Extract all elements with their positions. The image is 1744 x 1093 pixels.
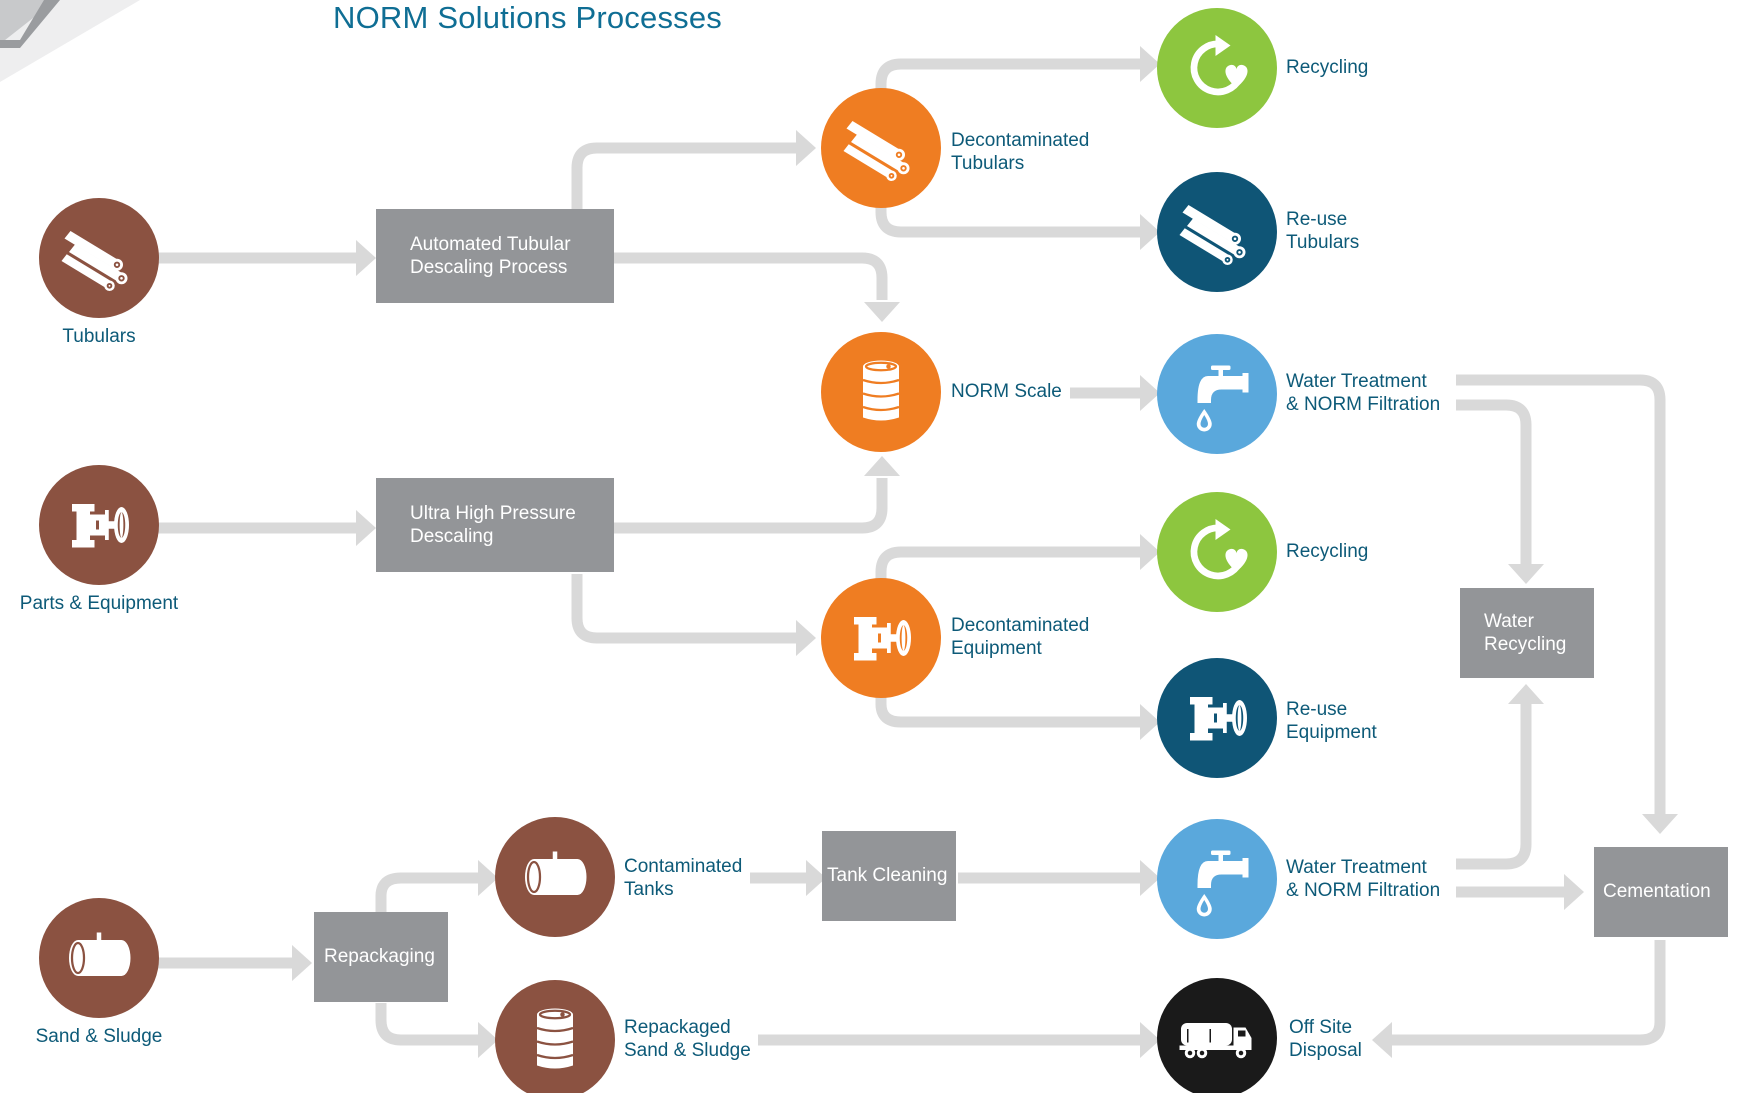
node-reuse-tubulars — [1157, 172, 1277, 292]
node-contaminated-tanks — [495, 817, 615, 937]
process-label-tank-cleaning: Tank Cleaning — [827, 865, 948, 886]
process-label-uhp: Ultra High Pressure Descaling — [410, 503, 576, 547]
arrowhead — [292, 945, 312, 981]
label-water-treatment-1: Water Treatment & NORM Filtration — [1286, 370, 1445, 416]
connectors — [155, 58, 1666, 1046]
node-water-treatment-2 — [1157, 819, 1277, 939]
arrowhead — [1140, 1022, 1160, 1058]
corner-decoration — [0, 0, 140, 82]
arrow-cementation-offsite — [1390, 940, 1666, 1046]
arrowhead — [478, 1022, 498, 1058]
arrowhead — [1140, 704, 1160, 740]
node-norm-scale — [821, 332, 941, 452]
arrow-decon-tubulars-recycling — [875, 58, 1142, 90]
arrow-uhp-decon-equipment — [571, 574, 797, 644]
node-decon-equipment — [821, 578, 941, 698]
arrow-water1-cementation — [1456, 374, 1666, 816]
label-recycling-1: Recycling — [1286, 57, 1369, 78]
arrow-descaling-norm-scale — [614, 252, 888, 300]
arrow-decon-equipment-recycling — [875, 546, 1142, 580]
arrowhead — [356, 240, 376, 276]
node-decon-tubulars — [821, 88, 941, 208]
source-sand — [39, 898, 159, 1018]
source-label-parts: Parts & Equipment — [19, 593, 179, 614]
arrowhead — [1140, 214, 1160, 250]
arrowhead — [1140, 375, 1160, 411]
page-title: NORM Solutions Processes — [333, 0, 722, 35]
label-water-treatment-2: Water Treatment & NORM Filtration — [1286, 856, 1445, 902]
arrow-uhp-norm-scale — [614, 478, 888, 534]
label-decon-tubulars: Decontaminated Tubulars — [951, 130, 1090, 174]
label-decon-equipment: Decontaminated Equipment — [951, 615, 1090, 659]
arrowhead — [1140, 860, 1160, 896]
label-reuse-equipment: Re-use Equipment — [1286, 699, 1377, 743]
arrowhead — [1642, 814, 1678, 834]
arrow-decon-tubulars-reuse — [875, 206, 1142, 238]
barrel-icon — [861, 359, 901, 422]
source-tubulars — [39, 198, 159, 318]
process-box-water-recycling — [1460, 588, 1594, 678]
process-box-uhp — [376, 478, 614, 572]
source-label-tubulars: Tubulars — [62, 326, 136, 347]
arrowheads — [292, 46, 1678, 1058]
arrowhead — [864, 302, 900, 322]
process-box-repackaging — [314, 912, 448, 1002]
arrowhead — [1140, 534, 1160, 570]
arrow-repack-repackaged — [375, 1003, 480, 1046]
arrowhead — [806, 860, 826, 896]
arrowhead — [1564, 874, 1584, 910]
arrowhead — [1508, 684, 1544, 704]
arrowhead — [356, 510, 376, 546]
arrowhead — [796, 130, 816, 166]
arrow-water1-water-recycling — [1456, 399, 1532, 566]
process-box-descaling — [376, 209, 614, 303]
process-box-cementation — [1594, 847, 1728, 937]
process-label-repackaging: Repackaging — [324, 946, 435, 967]
label-off-site: Off Site Disposal — [1289, 1016, 1366, 1062]
node-recycling-2 — [1157, 492, 1277, 612]
arrow-water2-water-recycling — [1456, 702, 1532, 870]
process-label-cementation: Cementation — [1603, 881, 1711, 902]
node-water-treatment-1 — [1157, 334, 1277, 454]
node-recycling-1 — [1157, 8, 1277, 128]
arrow-repack-contaminated — [375, 872, 480, 912]
node-repackaged-sand — [495, 980, 615, 1093]
process-box-tank-cleaning — [822, 831, 956, 921]
arrowhead — [864, 456, 900, 476]
arrowhead — [796, 620, 816, 656]
node-off-site — [1157, 978, 1277, 1093]
arrow-decon-equipment-reuse — [875, 696, 1142, 728]
arrowhead — [1508, 564, 1544, 584]
arrowhead — [1372, 1022, 1392, 1058]
process-boxes — [314, 209, 1728, 1002]
source-parts — [39, 465, 159, 585]
process-label-descaling: Automated Tubular Descaling Process — [410, 234, 571, 278]
label-recycling-2: Recycling — [1286, 541, 1369, 562]
label-norm-scale: NORM Scale — [951, 380, 1065, 403]
barrel-icon — [535, 1007, 575, 1070]
arrow-descaling-decon-tubulars — [571, 142, 797, 210]
arrowhead — [478, 860, 498, 896]
source-label-sand: Sand & Sludge — [35, 1026, 163, 1047]
arrowhead — [1140, 46, 1160, 82]
label-reuse-tubulars: Re-use Tubulars — [1286, 209, 1360, 253]
label-repackaged-sand: Repackaged Sand & Sludge — [624, 1016, 754, 1062]
node-reuse-equipment — [1157, 658, 1277, 778]
label-contaminated-tanks: Contaminated Tanks — [624, 855, 746, 901]
process-label-water-recycling: Water Recycling — [1484, 611, 1567, 655]
